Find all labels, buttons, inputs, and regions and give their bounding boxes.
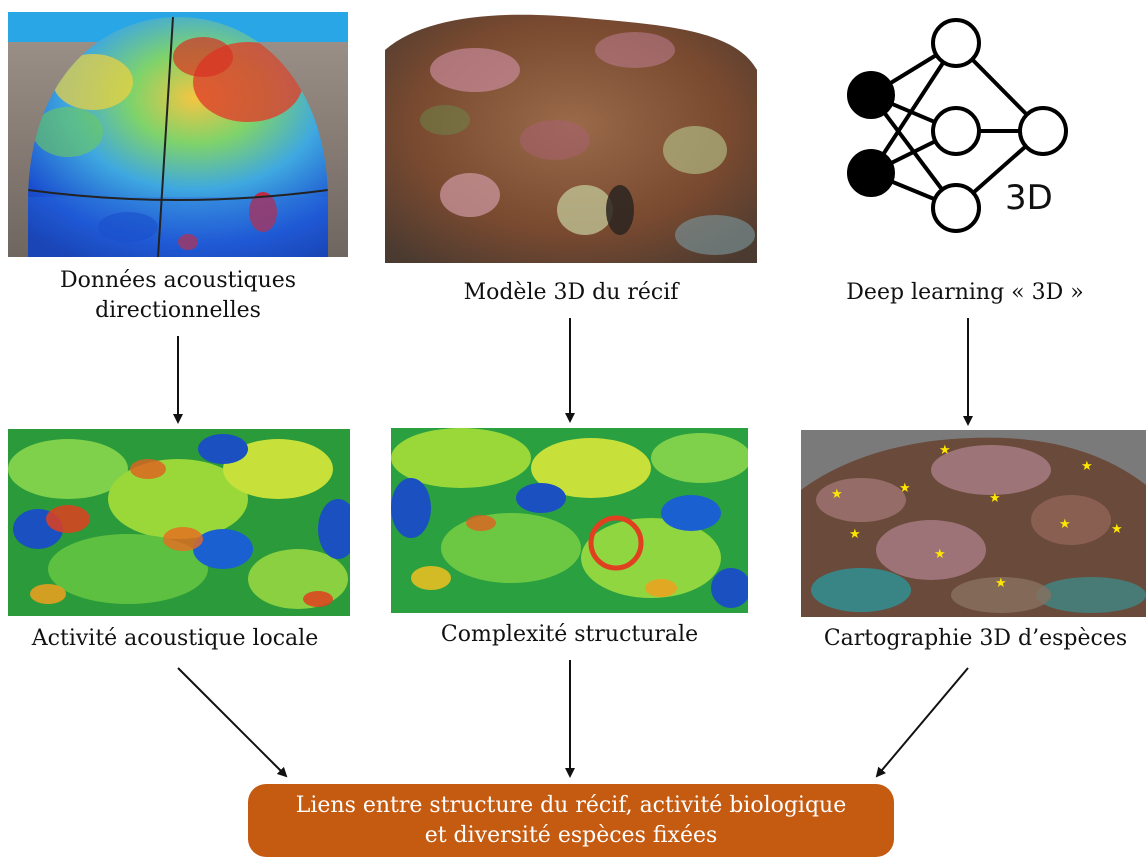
nn-input-node-2 <box>847 149 895 197</box>
species-star-7: ★ <box>1059 517 1071 532</box>
nn-hidden-node-1 <box>931 18 981 68</box>
acoustic-data-label-line1: Données acoustiques <box>59 268 297 293</box>
nn-hidden-node-3 <box>931 183 981 233</box>
nn-hidden-node-2 <box>931 106 981 156</box>
species-star-8: ★ <box>1111 522 1123 537</box>
nn-output-node <box>1018 106 1068 156</box>
species-map-image: ★ ★ ★ ★ ★ ★ ★ ★ ★ ★ <box>801 430 1146 617</box>
result-line1: Liens entre structure du récif, activité… <box>295 793 847 818</box>
structural-complexity-label: Complexité structurale <box>440 622 699 647</box>
species-star-10: ★ <box>995 576 1007 591</box>
result-box: Liens entre structure du récif, activité… <box>248 784 894 857</box>
species-star-1: ★ <box>939 443 951 458</box>
species-star-5: ★ <box>989 491 1001 506</box>
species-star-2: ★ <box>1081 459 1093 474</box>
deep-learning-label: Deep learning « 3D » <box>846 280 1084 305</box>
reef-model-label: Modèle 3D du récif <box>463 280 679 305</box>
arrow-activity-to-result <box>177 667 288 778</box>
nn-3d-tag: 3D <box>1005 178 1053 218</box>
species-star-3: ★ <box>831 487 843 502</box>
local-acoustic-activity-label: Activité acoustique locale <box>31 626 319 651</box>
species-star-9: ★ <box>934 547 946 562</box>
reef-3d-model-image <box>385 10 757 263</box>
neural-network-diagram <box>838 8 1088 248</box>
local-acoustic-activity-image <box>8 429 350 616</box>
arrow-species-to-result <box>875 667 969 778</box>
species-star-6: ★ <box>849 527 861 542</box>
nn-input-node-1 <box>847 71 895 119</box>
result-line2: et diversité espèces fixées <box>424 823 718 848</box>
acoustic-dome-image <box>8 12 348 257</box>
acoustic-data-label: Données acoustiques directionnelles <box>8 266 348 326</box>
species-map-label: Cartographie 3D d’espèces <box>823 626 1128 651</box>
structural-complexity-image <box>391 428 748 613</box>
acoustic-data-label-line2: directionnelles <box>95 298 261 323</box>
species-star-4: ★ <box>899 481 911 496</box>
